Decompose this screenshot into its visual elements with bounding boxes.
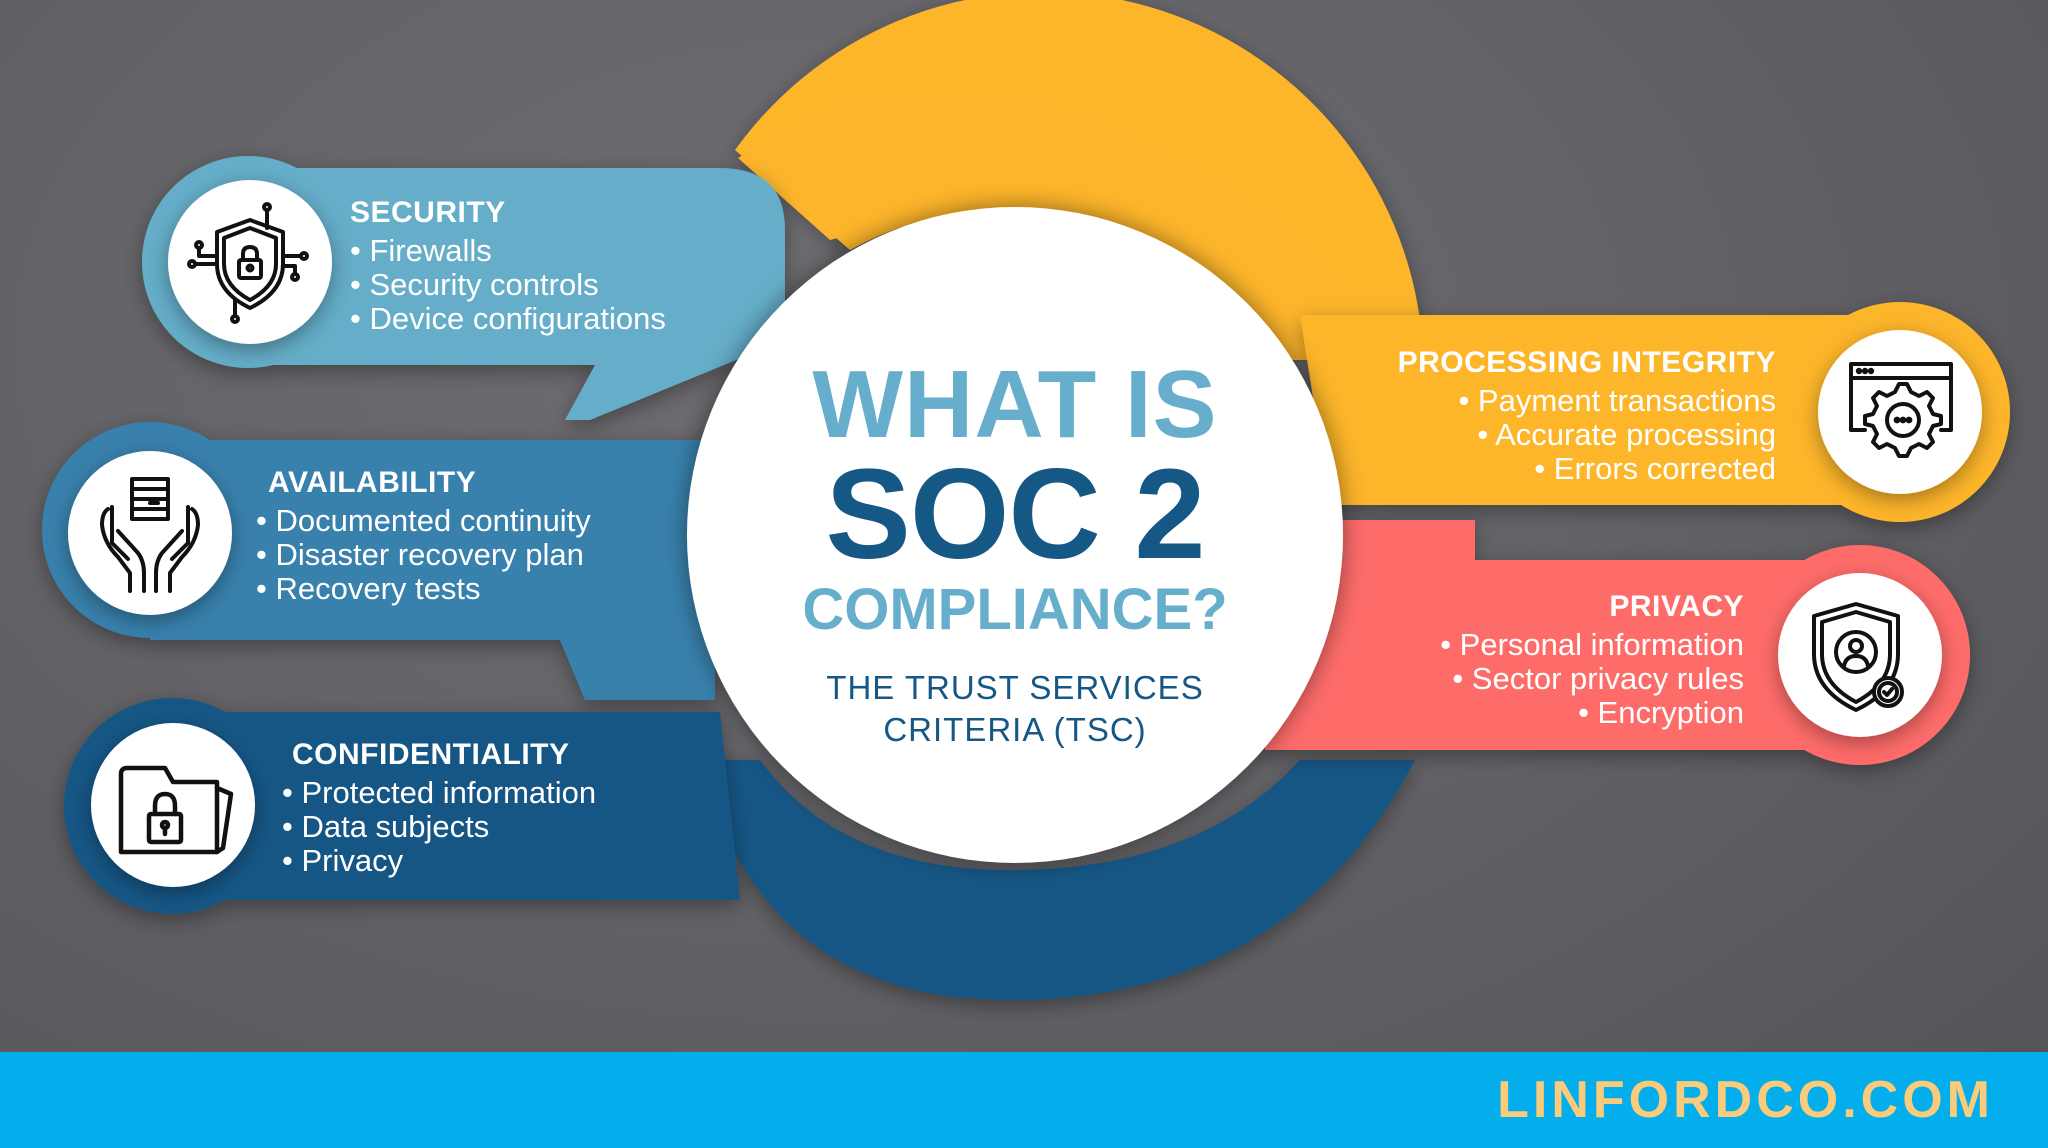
criteria-security: SECURITY • Firewalls • Security controls… <box>350 196 666 336</box>
criteria-item: • Security controls <box>350 267 599 302</box>
shield-lock-circuit-icon <box>185 198 315 333</box>
shield-user-check-icon <box>1806 598 1916 721</box>
criteria-item: • Data subjects <box>282 809 490 844</box>
criteria-title: CONFIDENTIALITY <box>292 738 570 771</box>
hands-holding-server-icon <box>88 473 212 602</box>
criteria-item: • Firewalls <box>350 233 492 268</box>
criteria-privacy: PRIVACY • Personal information • Sector … <box>1440 590 1744 730</box>
criteria-item: • Protected information <box>282 775 597 810</box>
browser-gear-icon <box>1845 358 1957 475</box>
criteria-item: • Accurate processing <box>1477 417 1776 452</box>
locked-folder-icon <box>113 752 237 867</box>
subtitle-line-1: THE TRUST SERVICES <box>826 669 1204 706</box>
heading-line-1: WHAT IS <box>812 351 1218 458</box>
criteria-title: AVAILABILITY <box>268 466 477 499</box>
subtitle-line-2: CRITERIA (TSC) <box>883 711 1147 748</box>
criteria-item: • Payment transactions <box>1458 383 1776 418</box>
criteria-item: • Documented continuity <box>256 503 591 538</box>
center-circle <box>687 207 1343 863</box>
criteria-confidentiality: CONFIDENTIALITY • Protected information … <box>282 738 596 878</box>
criteria-title: PRIVACY <box>1609 590 1744 623</box>
heading-line-3: COMPLIANCE? <box>802 577 1228 642</box>
criteria-item: • Encryption <box>1578 695 1744 730</box>
criteria-item: • Privacy <box>282 843 404 878</box>
confidentiality-arc <box>700 760 1415 1000</box>
criteria-item: • Personal information <box>1440 627 1744 662</box>
criteria-title: PROCESSING INTEGRITY <box>1397 346 1776 379</box>
footer-bar: LINFORDCO.COM <box>0 1052 2048 1148</box>
website-link[interactable]: LINFORDCO.COM <box>1497 1071 1994 1129</box>
criteria-title: SECURITY <box>350 196 506 229</box>
criteria-item: • Sector privacy rules <box>1452 661 1744 696</box>
heading-line-2: SOC 2 <box>825 443 1205 586</box>
criteria-availability: AVAILABILITY • Documented continuity • D… <box>256 466 591 606</box>
center-heading: WHAT IS SOC 2 COMPLIANCE? THE TRUST SERV… <box>690 355 1340 751</box>
criteria-item: • Disaster recovery plan <box>256 537 584 572</box>
criteria-processing-integrity: PROCESSING INTEGRITY • Payment transacti… <box>1398 346 1776 486</box>
criteria-item: • Device configurations <box>350 301 666 336</box>
criteria-item: • Errors corrected <box>1534 451 1776 486</box>
criteria-item: • Recovery tests <box>256 571 481 606</box>
